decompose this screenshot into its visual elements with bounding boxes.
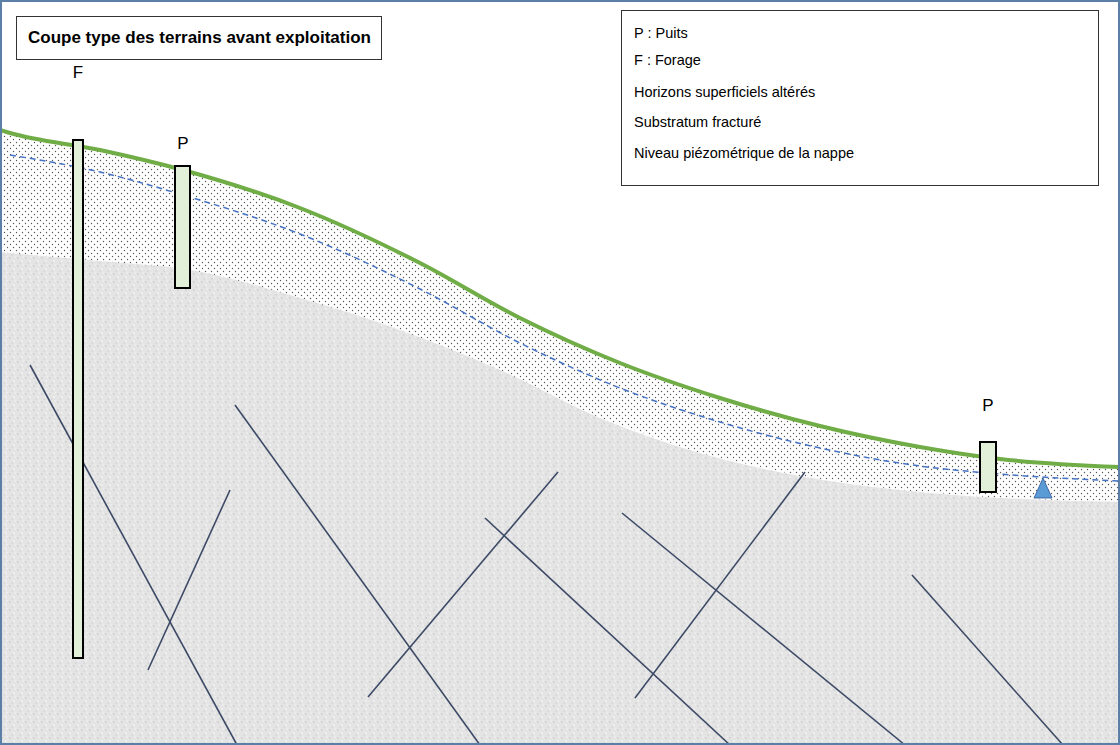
legend-text: P : Puits: [634, 25, 688, 41]
well: [980, 442, 996, 492]
legend-text: Horizons superficiels altérés: [634, 84, 815, 100]
well: [175, 166, 190, 288]
well-label: F: [73, 63, 83, 83]
fracture: [635, 472, 805, 698]
fracture: [235, 405, 480, 745]
title-box: Coupe type des terrains avant exploitati…: [16, 16, 382, 60]
fracture: [485, 518, 730, 745]
fracture: [368, 472, 558, 697]
legend-text: Niveau piézométrique de la nappe: [634, 145, 854, 161]
fracture: [30, 365, 237, 745]
water-table: [10, 155, 1120, 481]
fracture: [912, 575, 1063, 745]
well-label: P: [177, 134, 188, 154]
fracture: [622, 513, 905, 745]
fractured-substratum: [0, 252, 1120, 745]
well-label: P: [982, 396, 993, 416]
borehole: [73, 140, 83, 658]
title: Coupe type des terrains avant exploitati…: [17, 17, 381, 48]
legend-text: Substratum fracturé: [634, 114, 761, 130]
legend-text: F : Forage: [634, 52, 701, 68]
water-table-marker: [1034, 478, 1052, 498]
legend-box: P : Puits F : ForageHorizons superficiels…: [621, 10, 1099, 186]
fracture: [148, 490, 230, 670]
